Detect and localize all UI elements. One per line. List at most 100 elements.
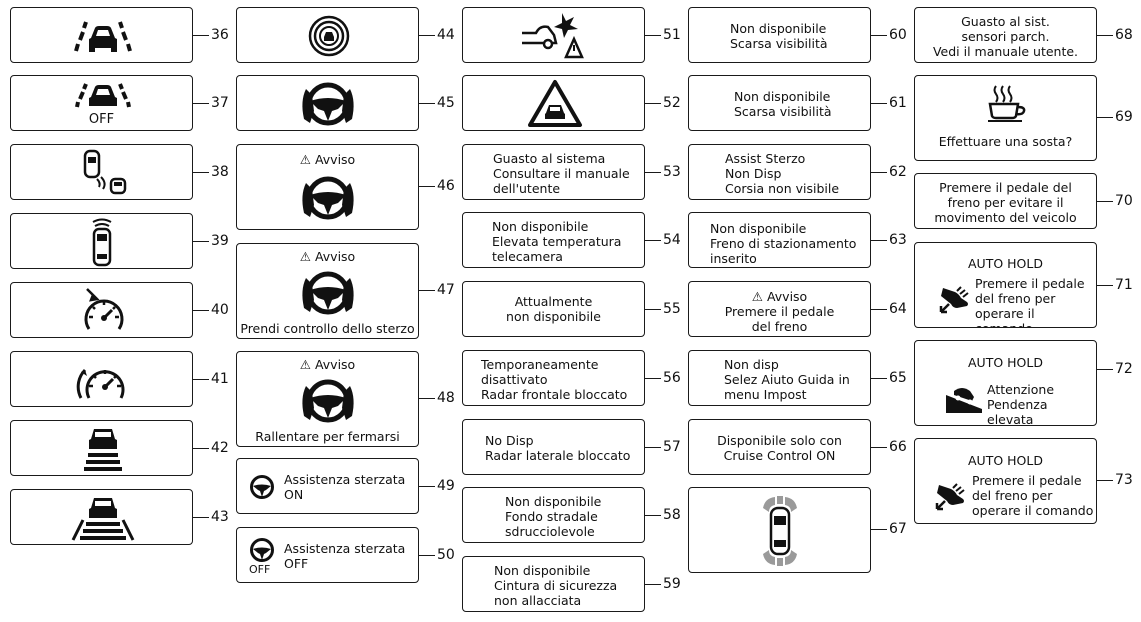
panel-44 (236, 7, 419, 63)
callout-67: 67 (889, 521, 907, 537)
callout-66: 66 (889, 439, 907, 455)
panel-62: Assist Sterzo Non Disp Corsia non visibi… (688, 144, 871, 200)
panel-message: Guasto al sist. sensori parch. Vedi il m… (932, 14, 1079, 59)
panel-66: Disponibile solo con Cruise Control ON (688, 419, 871, 475)
callout-65: 65 (889, 370, 907, 386)
panel-69: Effettuare una sosta? (914, 75, 1097, 161)
callout-58: 58 (663, 507, 681, 523)
panel-60: Non disponibile Scarsa visibilità (688, 7, 871, 63)
hands-on-wheel-icon (298, 268, 358, 318)
panel-63: Non disponibile Freno di stazionamento i… (688, 212, 871, 268)
cruise-control-icon (73, 356, 131, 404)
target-vehicle-icon (308, 15, 350, 57)
callout-50: 50 (437, 547, 455, 563)
panel-message: Premere il pedale del freno per operare … (972, 473, 1094, 518)
panel-message: Effettuare una sosta? (938, 134, 1073, 149)
callout-69: 69 (1115, 109, 1133, 125)
intelligent-cruise-icon (81, 287, 127, 335)
panel-70: Premere il pedale del freno per evitare … (914, 173, 1097, 229)
callout-70: 70 (1115, 193, 1133, 209)
panel-67 (688, 487, 871, 573)
panel-message: Premere il pedale del freno per evitare … (934, 180, 1077, 225)
panel-38 (10, 144, 193, 200)
callout-42: 42 (211, 440, 229, 456)
steering-wheel-icon (249, 537, 275, 563)
warning-header: ⚠ Avviso (299, 152, 356, 167)
callout-38: 38 (211, 164, 229, 180)
panel-message: Attenzione Pendenza elevata (987, 382, 1055, 426)
panel-72: AUTO HOLD Attenzione Pendenza elevata (914, 340, 1097, 426)
vehicle-ahead-distance-wide-icon (71, 494, 135, 542)
warning-header: ⚠ Avviso (751, 289, 808, 304)
panel-56: Temporaneamente disattivato Radar fronta… (462, 350, 645, 406)
panel-46: ⚠ Avviso (236, 144, 419, 230)
lane-departure-off-icon (74, 81, 132, 111)
callout-55: 55 (663, 301, 681, 317)
callout-57: 57 (663, 439, 681, 455)
callout-63: 63 (889, 232, 907, 248)
panel-55: Attualmente non disponibile (462, 281, 645, 337)
callout-49: 49 (437, 478, 455, 494)
steering-wheel-icon (249, 474, 275, 500)
callout-68: 68 (1115, 27, 1133, 43)
panel-50: OFF Assistenza sterzata OFF (236, 527, 419, 583)
panel-65: Non disp Selez Aiuto Guida in menu Impos… (688, 350, 871, 406)
auto-hold-header: AUTO HOLD (968, 453, 1043, 468)
panel-message: Non disponibile Scarsa visibilità (730, 21, 828, 51)
panel-57: No Disp Radar laterale bloccato (462, 419, 645, 475)
panel-37: OFF (10, 75, 193, 131)
panel-47: ⚠ Avviso Prendi controllo dello sterzo (236, 243, 419, 339)
panel-45 (236, 75, 419, 131)
callout-46: 46 (437, 178, 455, 194)
panel-message: No Disp Radar laterale bloccato (485, 433, 631, 463)
panel-message: Guasto al sistema Consultare il manuale … (493, 151, 630, 196)
off-label: OFF (88, 112, 115, 127)
callout-40: 40 (211, 302, 229, 318)
auto-hold-header: AUTO HOLD (968, 355, 1043, 370)
hands-on-wheel-icon (298, 376, 358, 426)
callout-56: 56 (663, 370, 681, 386)
coffee-cup-icon (986, 84, 1028, 122)
warning-header: ⚠ Avviso (299, 357, 356, 372)
foot-on-brake-icon (937, 286, 973, 314)
foot-on-brake-icon (933, 483, 969, 511)
panel-message: Non disponibile Cintura di sicurezza non… (494, 563, 618, 608)
panel-49: Assistenza sterzata ON (236, 458, 419, 514)
panel-message: Premere il pedale del freno per operare … (975, 276, 1085, 327)
panel-message: Assist Sterzo Non Disp Corsia non visibi… (725, 151, 840, 196)
panel-42 (10, 420, 193, 476)
panel-73: AUTO HOLD Premere il pedale del freno pe… (914, 438, 1097, 524)
callout-39: 39 (211, 233, 229, 249)
panel-51 (462, 7, 645, 63)
panel-61: Non disponibile Scarsa visibilità (688, 75, 871, 131)
callout-61: 61 (889, 95, 907, 111)
auto-hold-header: AUTO HOLD (968, 256, 1043, 271)
panel-39 (10, 213, 193, 269)
panel-54: Non disponibile Elevata temperatura tele… (462, 212, 645, 268)
callout-54: 54 (663, 232, 681, 248)
parking-sensor-icon (757, 494, 803, 568)
callout-72: 72 (1115, 361, 1133, 377)
panel-message: Temporaneamente disattivato Radar fronta… (481, 357, 628, 402)
panel-message: Non disp Selez Aiuto Guida in menu Impos… (724, 357, 850, 402)
off-label: OFF (249, 563, 271, 576)
callout-36: 36 (211, 27, 229, 43)
callout-47: 47 (437, 282, 455, 298)
callout-48: 48 (437, 390, 455, 406)
callout-43: 43 (211, 509, 229, 525)
callout-73: 73 (1115, 472, 1133, 488)
panel-58: Non disponibile Fondo stradale sdrucciol… (462, 487, 645, 543)
callout-71: 71 (1115, 277, 1133, 293)
panel-message: Non disponibile Fondo stradale sdrucciol… (505, 494, 602, 539)
blind-spot-icon (81, 149, 131, 197)
callout-59: 59 (663, 576, 681, 592)
warning-header: ⚠ Avviso (299, 249, 356, 264)
forward-collision-icon (520, 11, 590, 61)
panel-message: Non disponibile Elevata temperatura tele… (492, 219, 622, 264)
hands-on-wheel-icon (298, 173, 358, 223)
panel-43 (10, 489, 193, 545)
callout-41: 41 (211, 371, 229, 387)
panel-40 (10, 282, 193, 338)
rear-cross-traffic-icon (87, 216, 117, 268)
vehicle-ahead-distance-icon (81, 425, 125, 473)
